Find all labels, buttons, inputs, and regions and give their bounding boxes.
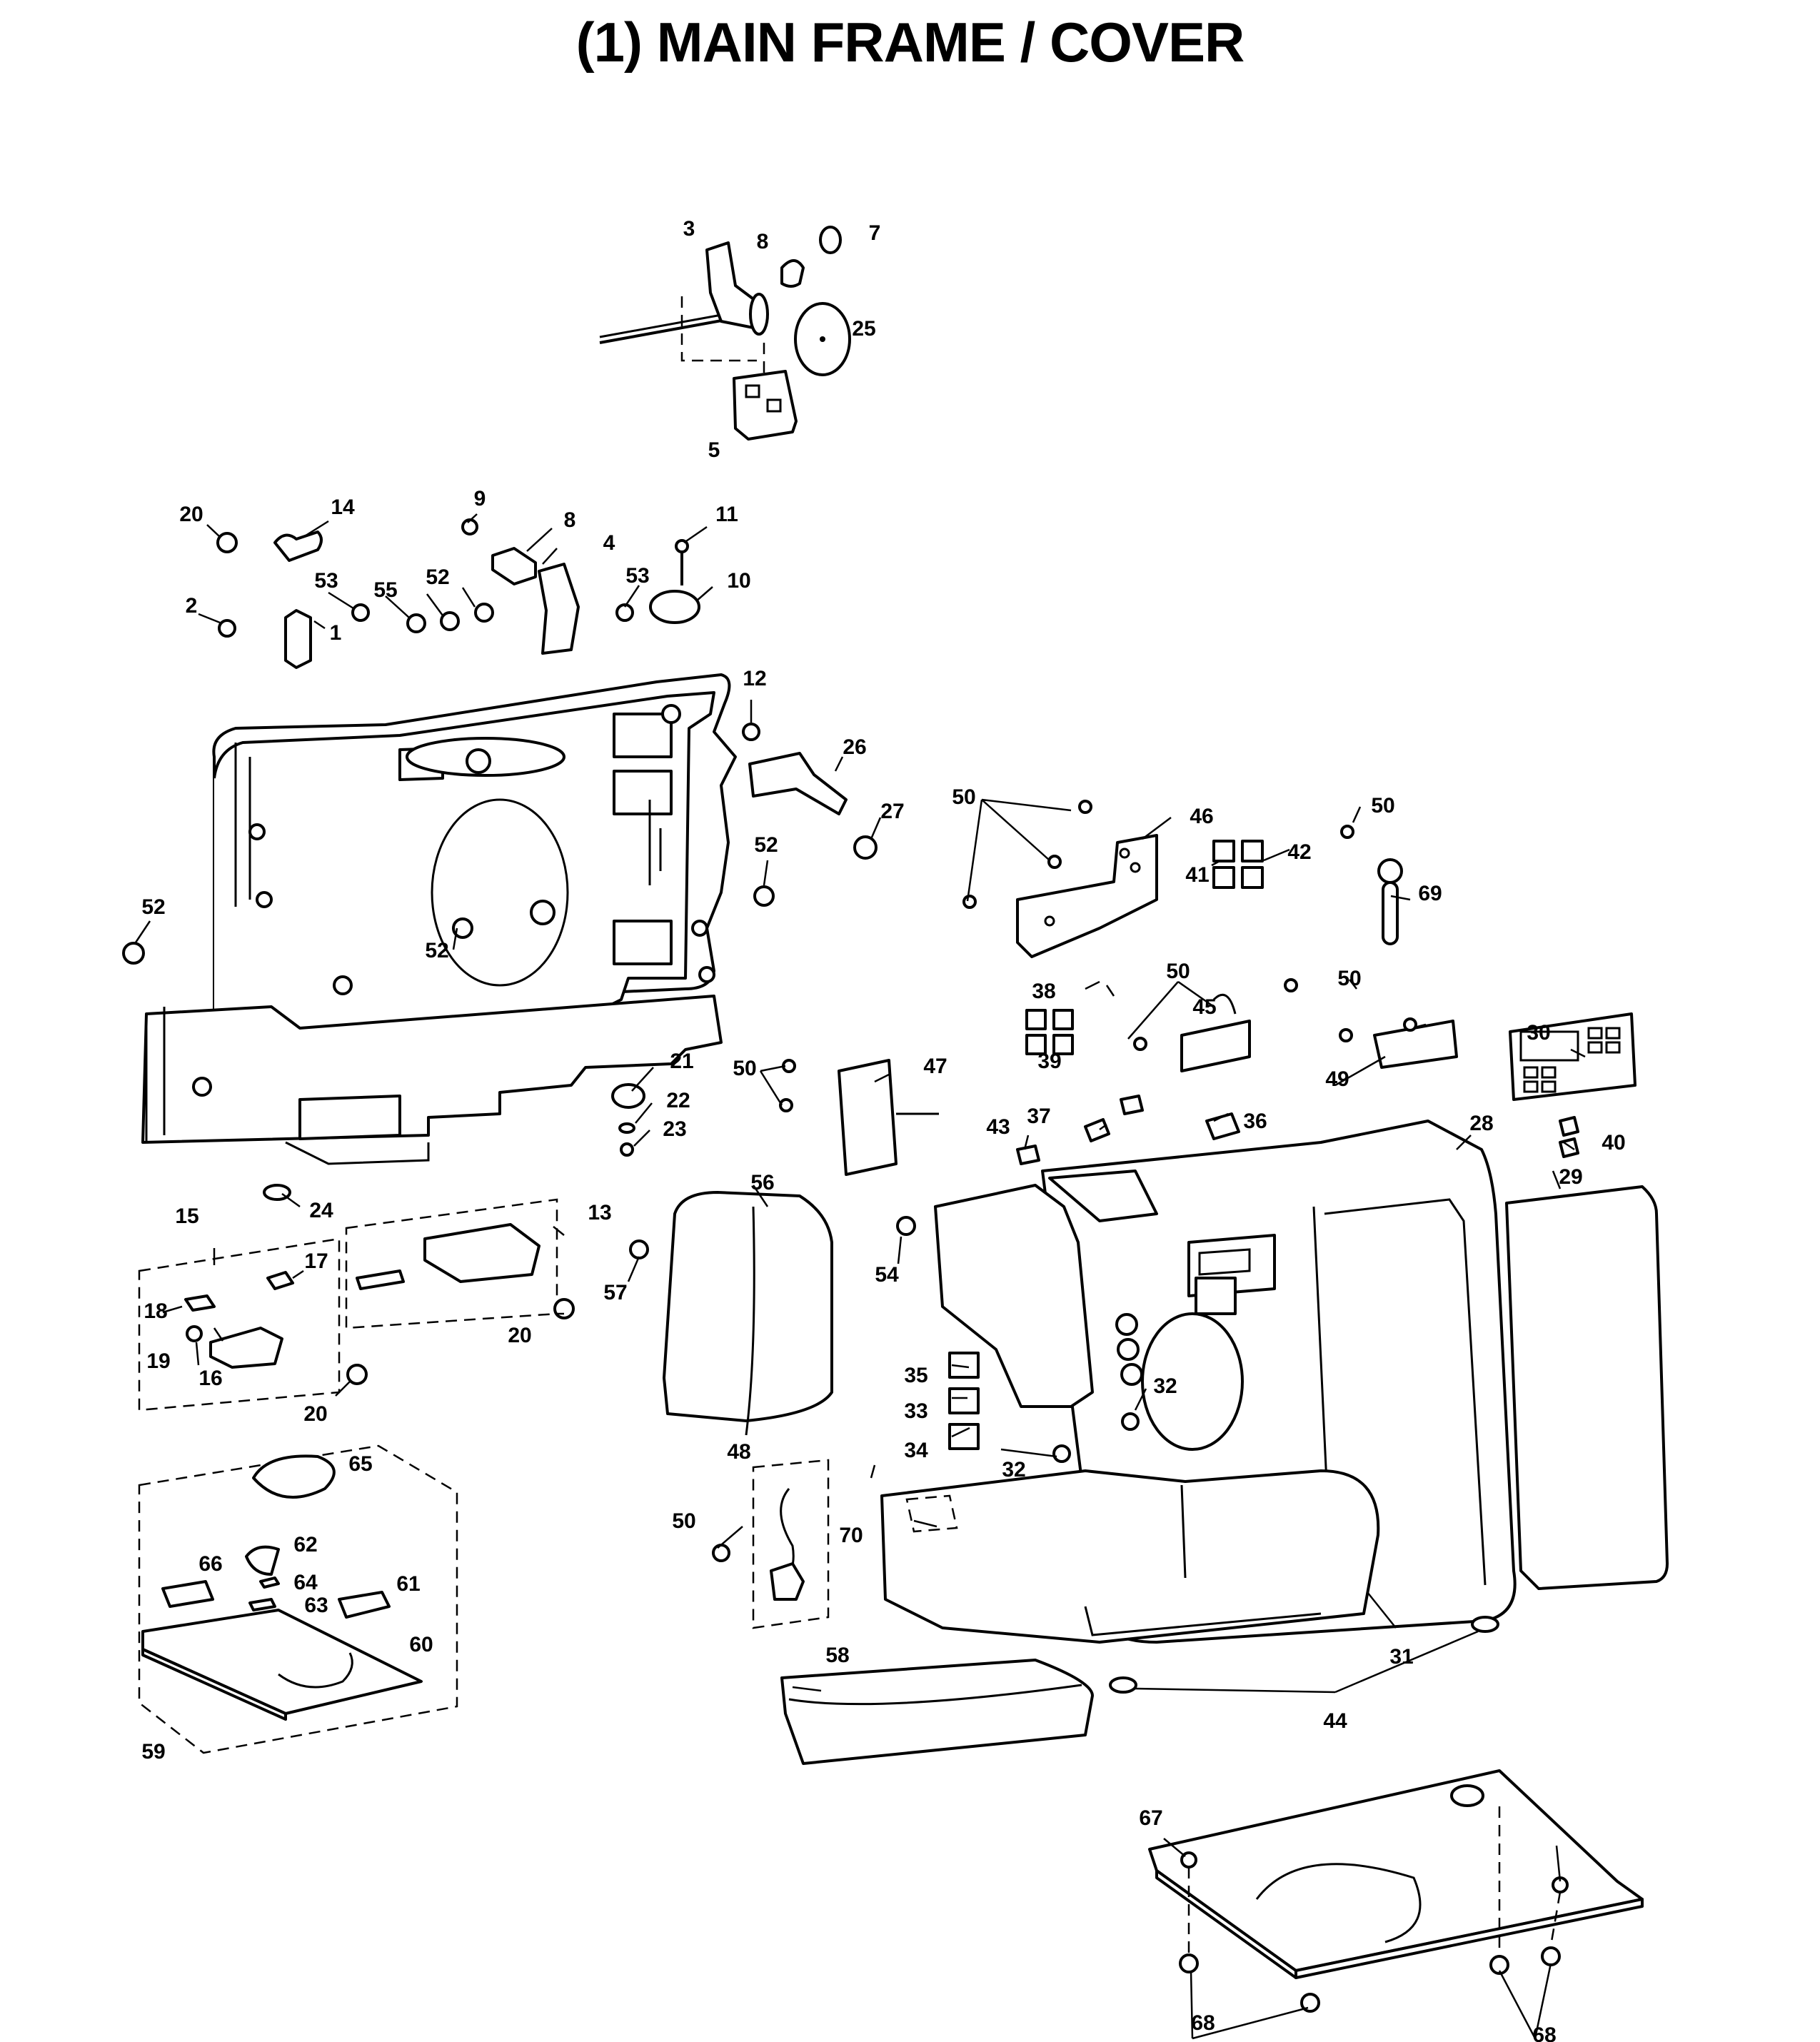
callout-19: 19 <box>146 1349 170 1373</box>
needle-plate-group <box>141 1454 423 1721</box>
callout-15: 15 <box>175 1204 198 1228</box>
callout-43: 43 <box>986 1115 1010 1139</box>
callout-13: 13 <box>588 1201 611 1224</box>
callout-70: 70 <box>839 1524 863 1547</box>
callout-63: 63 <box>304 1594 328 1617</box>
callout-3: 3 <box>683 217 695 241</box>
callout-37: 37 <box>1027 1105 1050 1128</box>
callout-50: 50 <box>952 785 975 809</box>
callout-67: 67 <box>1139 1806 1162 1830</box>
callout-41: 41 <box>1185 863 1209 887</box>
callout-22: 22 <box>666 1089 690 1112</box>
callout-31: 31 <box>1389 1645 1413 1669</box>
callout-11: 11 <box>715 503 738 526</box>
callout-42: 42 <box>1287 840 1311 864</box>
leader-lines <box>134 513 1586 2040</box>
callout-68: 68 <box>1532 2023 1556 2042</box>
callout-59: 59 <box>141 1740 165 1764</box>
callout-39: 39 <box>1037 1050 1061 1073</box>
callout-20: 20 <box>179 503 203 526</box>
bracket-48 <box>712 1459 830 1629</box>
callout-50: 50 <box>1166 960 1190 983</box>
callout-30: 30 <box>1527 1021 1550 1045</box>
callout-61: 61 <box>396 1572 420 1596</box>
callout-8: 8 <box>564 508 576 532</box>
callout-65: 65 <box>348 1452 372 1476</box>
callout-20: 20 <box>508 1324 531 1347</box>
callout-53: 53 <box>625 564 649 588</box>
callout-14: 14 <box>331 496 355 519</box>
callout-60: 60 <box>409 1633 433 1656</box>
upper-shaft-assembly <box>599 226 851 441</box>
callout-labels: 3 8 7 25 5 20 14 9 8 11 4 53 55 52 53 10… <box>141 217 1625 2042</box>
callout-25: 25 <box>852 317 875 341</box>
callout-24: 24 <box>309 1199 333 1222</box>
callout-7: 7 <box>869 221 881 245</box>
callout-64: 64 <box>293 1571 318 1594</box>
callout-33: 33 <box>904 1399 927 1423</box>
base-plate <box>1148 1769 1644 2013</box>
callout-9: 9 <box>474 487 486 510</box>
callout-57: 57 <box>603 1281 627 1304</box>
callout-4: 4 <box>603 531 615 555</box>
callout-16: 16 <box>198 1367 222 1390</box>
callout-40: 40 <box>1602 1131 1625 1155</box>
callout-50: 50 <box>1371 794 1394 818</box>
callout-21: 21 <box>670 1050 693 1073</box>
callout-50: 50 <box>733 1057 756 1080</box>
callout-29: 29 <box>1559 1165 1582 1189</box>
callout-52: 52 <box>141 895 165 919</box>
covers <box>663 1191 1094 1765</box>
callout-47: 47 <box>923 1055 947 1078</box>
electronic-parts <box>629 800 1458 1463</box>
callout-54: 54 <box>875 1263 899 1287</box>
callout-53: 53 <box>314 569 338 593</box>
callout-12: 12 <box>743 667 766 690</box>
callout-34: 34 <box>904 1439 928 1462</box>
callout-36: 36 <box>1243 1110 1267 1133</box>
callout-28: 28 <box>1469 1112 1493 1135</box>
callout-46: 46 <box>1190 805 1213 828</box>
callout-45: 45 <box>1192 995 1216 1019</box>
callout-32: 32 <box>1002 1458 1025 1482</box>
diagram-title: (1) MAIN FRAME / COVER <box>575 11 1245 74</box>
callout-50: 50 <box>672 1509 695 1533</box>
callout-38: 38 <box>1032 980 1055 1003</box>
callout-69: 69 <box>1418 882 1442 905</box>
callout-18: 18 <box>144 1299 167 1323</box>
callout-1: 1 <box>330 621 342 645</box>
callout-8: 8 <box>757 230 769 253</box>
callout-27: 27 <box>880 800 904 823</box>
main-frame <box>141 673 737 1165</box>
callout-68: 68 <box>1191 2011 1215 2035</box>
assembly-boxes <box>138 1083 645 1754</box>
callout-10: 10 <box>727 569 750 593</box>
callout-62: 62 <box>293 1533 317 1556</box>
callout-2: 2 <box>186 594 198 618</box>
callout-49: 49 <box>1325 1067 1349 1091</box>
callout-32: 32 <box>1153 1374 1177 1398</box>
callout-56: 56 <box>750 1171 774 1194</box>
machine-body <box>880 1012 1669 1694</box>
callout-52: 52 <box>425 939 448 962</box>
callout-66: 66 <box>198 1552 222 1576</box>
callout-26: 26 <box>843 735 866 759</box>
callout-23: 23 <box>663 1117 686 1141</box>
callout-5: 5 <box>708 438 720 462</box>
callout-35: 35 <box>904 1364 927 1387</box>
callout-17: 17 <box>304 1249 328 1273</box>
frame-small-parts <box>122 518 878 965</box>
callout-52: 52 <box>754 833 778 857</box>
callout-48: 48 <box>727 1440 750 1464</box>
callout-55: 55 <box>373 578 397 602</box>
callout-20: 20 <box>303 1402 327 1426</box>
callout-50: 50 <box>1337 967 1361 990</box>
callout-58: 58 <box>825 1644 849 1667</box>
callout-52: 52 <box>426 565 449 589</box>
callout-44: 44 <box>1323 1709 1347 1733</box>
